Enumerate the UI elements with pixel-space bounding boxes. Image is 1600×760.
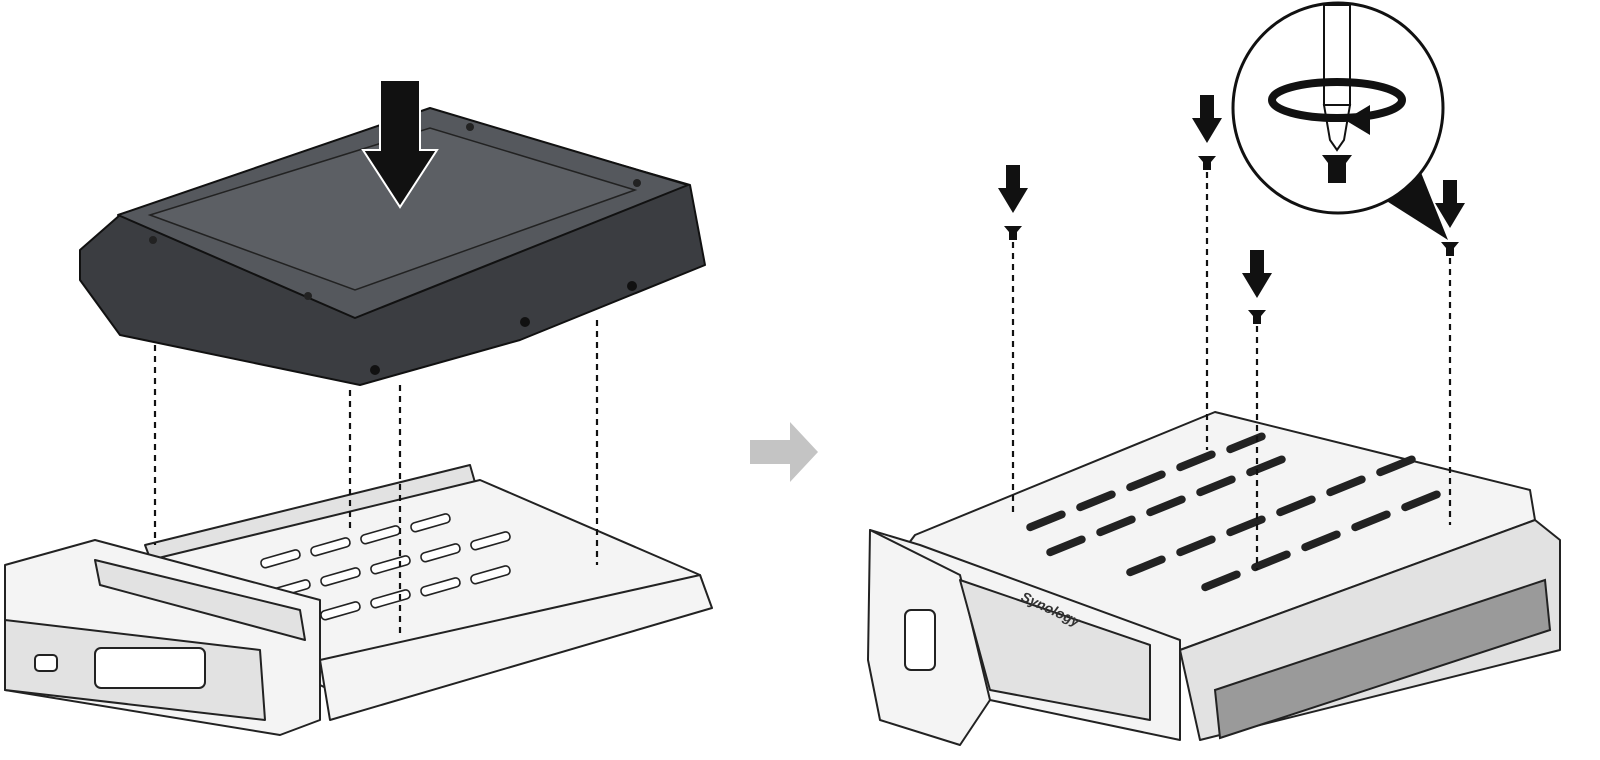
screw-icon	[1198, 156, 1216, 170]
screw-3	[1242, 250, 1272, 570]
arrow-down-icon	[1242, 250, 1272, 298]
alignment-guides-left	[153, 320, 599, 635]
arrow-down-icon	[361, 79, 439, 209]
arrow-down-icon	[1192, 95, 1222, 143]
arrow-right-icon	[750, 422, 818, 482]
left-tray	[4, 464, 713, 736]
screw-4	[1435, 180, 1465, 525]
screwdriver-rotate-icon	[1268, 4, 1406, 183]
handle-grip	[904, 609, 936, 671]
tray-vent-slots	[1026, 432, 1441, 592]
hard-drive	[79, 107, 706, 386]
screw-2	[1192, 95, 1222, 450]
screw-icon	[1004, 226, 1022, 240]
screwdriver-inset	[1231, 1, 1448, 240]
handle-grip	[94, 647, 206, 689]
handle-latch	[34, 654, 58, 672]
tray-vent-slots	[260, 513, 511, 621]
right-tray: Synology	[867, 411, 1561, 746]
screw-icon	[1248, 310, 1266, 324]
arrow-down-icon	[1435, 180, 1465, 228]
arrow-down-icon	[998, 165, 1028, 213]
screw-1	[998, 165, 1028, 515]
screw-icon	[1441, 242, 1459, 256]
